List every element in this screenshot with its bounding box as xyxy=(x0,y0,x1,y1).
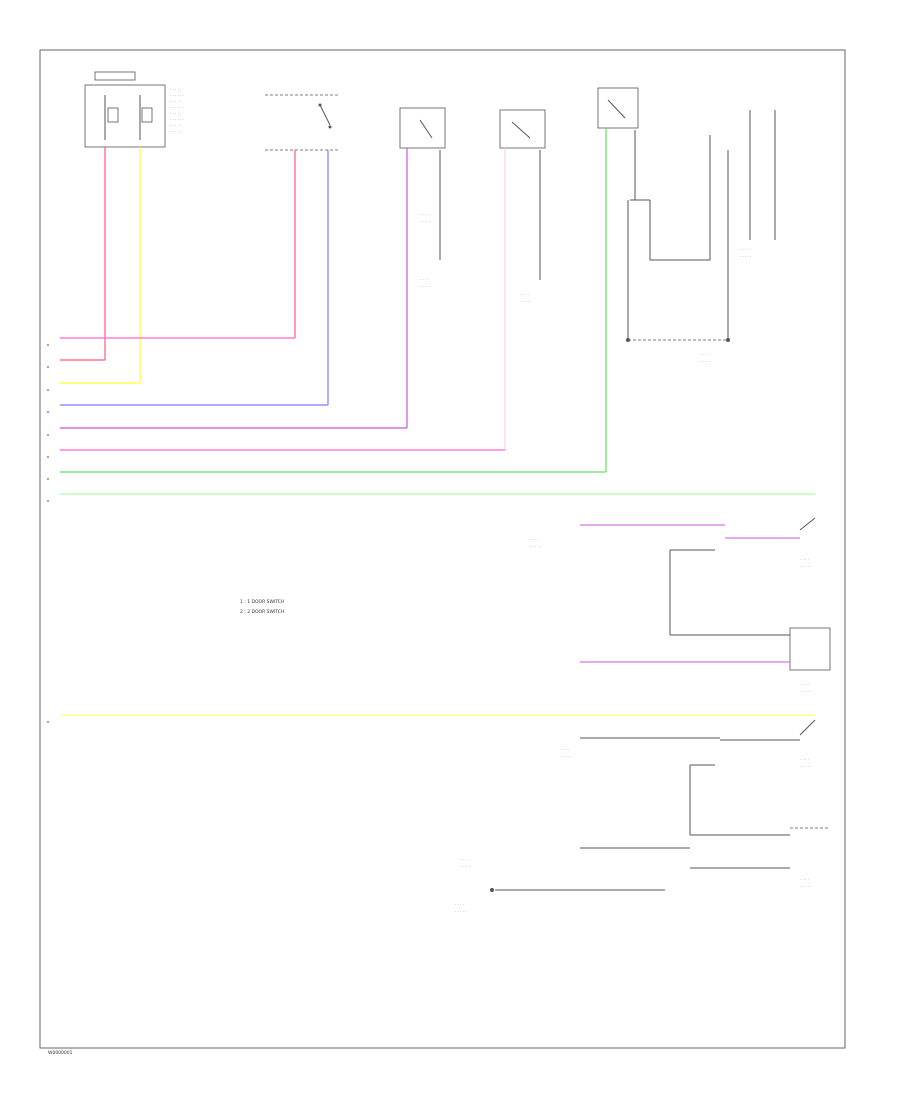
svg-text:. . . . .: . . . . . xyxy=(170,128,181,133)
svg-text:. . . .: . . . . xyxy=(560,746,569,751)
svg-text:. . . . .: . . . . . xyxy=(170,98,181,103)
svg-text:. . . .: . . . . xyxy=(800,756,809,761)
svg-text:. . . .: . . . . xyxy=(455,901,464,906)
fuse-junction-box: . . . . .. . . . . . . . . . .. . . . . … xyxy=(84,71,184,148)
left-door-circuit xyxy=(580,517,831,671)
door-lock-switch xyxy=(597,87,639,200)
door-switch-module xyxy=(399,107,446,260)
svg-text:. . . . . .: . . . . . . xyxy=(170,116,184,121)
svg-text:. . . .: . . . . xyxy=(700,351,709,356)
page-label: W0000001 xyxy=(48,1050,73,1056)
ground-node xyxy=(726,338,730,342)
legend: 1 : 1 DOOR SWITCH 2 : 2 DOOR SWITCH xyxy=(240,599,284,615)
svg-text:. . . . .: . . . . . xyxy=(420,218,431,223)
svg-text:. . . . .: . . . . . xyxy=(560,753,571,758)
svg-text:. . . .: . . . . xyxy=(740,246,749,251)
svg-text:. . . .: . . . . xyxy=(800,681,809,686)
svg-text:. . . . .: . . . . . xyxy=(520,298,531,303)
svg-text:. . . . .: . . . . . xyxy=(170,110,181,115)
svg-text:. . . . .: . . . . . xyxy=(530,543,541,548)
svg-text:. . . .: . . . . xyxy=(520,291,529,296)
svg-text:. . . . .: . . . . . xyxy=(740,253,751,258)
svg-text:. . . . . .: . . . . . . xyxy=(170,104,184,109)
svg-text:. . . . .: . . . . . xyxy=(800,563,811,568)
svg-text:. . . . .: . . . . . xyxy=(800,688,811,693)
wire-endpoints xyxy=(47,344,49,723)
svg-text:. . . .: . . . . xyxy=(530,536,539,541)
svg-text:. . . . .: . . . . . xyxy=(460,863,471,868)
svg-text:. . . . . .: . . . . . . xyxy=(170,92,184,97)
switch-component xyxy=(265,94,340,151)
svg-text:. . . . .: . . . . . xyxy=(700,358,711,363)
svg-text:. . . .: . . . . xyxy=(420,211,429,216)
svg-text:. . . . .: . . . . . xyxy=(455,908,466,913)
legend-item: 1 : 1 DOOR SWITCH xyxy=(240,599,284,605)
ground-node xyxy=(626,338,630,342)
svg-text:. . . . .: . . . . . xyxy=(170,86,181,91)
svg-text:. . . . .: . . . . . xyxy=(170,122,181,127)
relay-module xyxy=(499,109,546,280)
svg-text:. . . . .: . . . . . xyxy=(800,883,811,888)
wire-harness xyxy=(60,128,815,716)
svg-text:. . . .: . . . . xyxy=(800,876,809,881)
component-labels: . . . . . . . . . . . . . . . . . . . . . … xyxy=(420,211,811,913)
right-door-circuit xyxy=(490,719,830,892)
svg-text:. . . . .: . . . . . xyxy=(800,763,811,768)
svg-text:. . . .: . . . . xyxy=(460,856,469,861)
svg-text:. . . .: . . . . xyxy=(420,276,429,281)
diagram-frame xyxy=(39,49,846,1049)
svg-text:. . . . .: . . . . . xyxy=(420,283,431,288)
svg-text:. . . .: . . . . xyxy=(800,556,809,561)
ground-network xyxy=(626,110,776,342)
legend-item: 2 : 2 DOOR SWITCH xyxy=(240,609,284,615)
